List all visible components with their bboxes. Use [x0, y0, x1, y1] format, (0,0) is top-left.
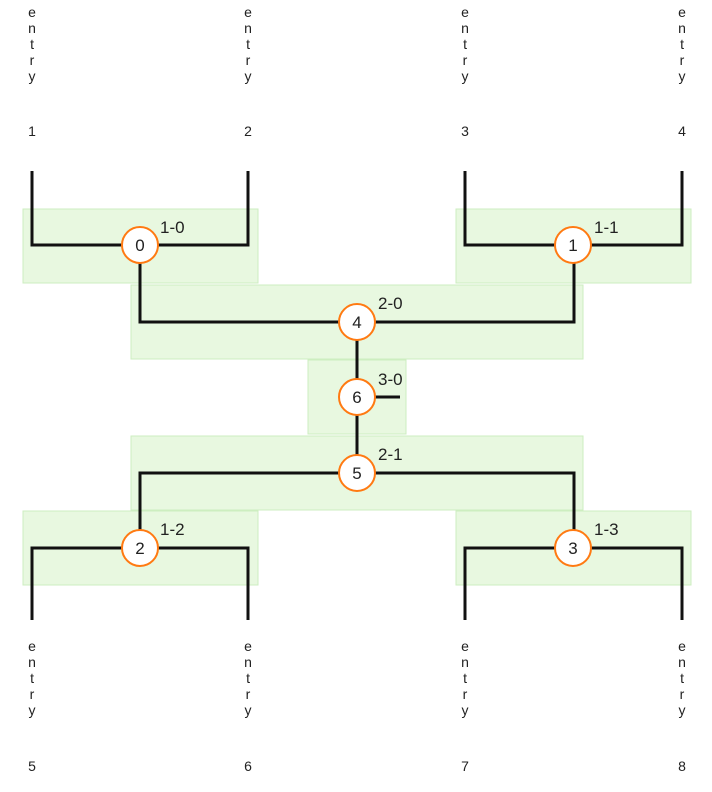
node-1[interactable]: 1 [554, 226, 592, 264]
node-circle [121, 226, 159, 264]
entry-letter: y [29, 68, 36, 84]
entry-letter: n [461, 654, 469, 670]
match-label-1-3: 1-3 [594, 520, 619, 539]
node-2[interactable]: 2 [121, 529, 159, 567]
node-circle [338, 303, 376, 341]
entry-letter: t [680, 36, 684, 52]
entry-letter: n [244, 654, 252, 670]
entry-letter: r [463, 686, 468, 702]
node-label: 1 [568, 236, 577, 255]
node-label: 5 [352, 464, 361, 483]
entry-letter: r [30, 52, 35, 68]
entry-letter: r [680, 686, 685, 702]
entry-letter: y [245, 702, 252, 718]
node-label: 4 [352, 313, 361, 332]
match-label-1-2: 1-2 [160, 520, 185, 539]
match-label-2-0: 2-0 [378, 294, 403, 313]
match-label-2-1: 2-1 [378, 445, 403, 464]
node-5[interactable]: 5 [338, 454, 376, 492]
entry-letter: n [678, 20, 686, 36]
entry-letter: n [678, 654, 686, 670]
entry-letter: t [30, 670, 34, 686]
entry-letter: y [462, 68, 469, 84]
match-label-3-0: 3-0 [378, 370, 403, 389]
entry-letter: e [678, 4, 686, 20]
entry-letter: r [246, 686, 251, 702]
entry-letter: t [680, 670, 684, 686]
node-label: 6 [352, 388, 361, 407]
node-circle [338, 454, 376, 492]
node-label: 0 [135, 236, 144, 255]
match-label-1-1: 1-1 [594, 218, 619, 237]
entry-number: 8 [678, 758, 686, 774]
entry-letter: e [461, 638, 469, 654]
node-label: 3 [568, 539, 577, 558]
entry-letter: t [30, 36, 34, 52]
entry-letter: e [244, 4, 252, 20]
entry-letter: y [679, 68, 686, 84]
entry-letter: t [463, 670, 467, 686]
entry-letter: r [680, 52, 685, 68]
match-label-1-0: 1-0 [160, 218, 185, 237]
entry-letter: r [246, 52, 251, 68]
entry-letter: y [29, 702, 36, 718]
entry-letter: n [28, 20, 36, 36]
entry-letter: y [462, 702, 469, 718]
node-circle [338, 378, 376, 416]
entry-letter: e [678, 638, 686, 654]
entry-letter: e [244, 638, 252, 654]
entry-number: 4 [678, 123, 686, 139]
entry-number: 7 [461, 758, 469, 774]
entry-letter: t [463, 36, 467, 52]
entry-letter: n [461, 20, 469, 36]
node-4[interactable]: 4 [338, 303, 376, 341]
entry-letter: t [246, 670, 250, 686]
entry-letter: n [28, 654, 36, 670]
match-nodes: 0 1 4 6 5 2 3 [121, 226, 592, 567]
node-6[interactable]: 6 [338, 378, 376, 416]
node-label: 2 [135, 539, 144, 558]
entry-letter: e [28, 4, 36, 20]
node-circle [554, 529, 592, 567]
node-0[interactable]: 0 [121, 226, 159, 264]
entry-number: 5 [28, 758, 36, 774]
entry-number: 6 [244, 758, 252, 774]
node-circle [554, 226, 592, 264]
match-labels: 1-0 1-1 2-0 3-0 2-1 1-2 1-3 [160, 218, 619, 539]
entry-letter: e [461, 4, 469, 20]
node-circle [121, 529, 159, 567]
node-3[interactable]: 3 [554, 529, 592, 567]
entry-letter: r [30, 686, 35, 702]
entry-number: 1 [28, 123, 36, 139]
entry-letter: y [679, 702, 686, 718]
entry-number: 2 [244, 123, 252, 139]
entry-letter: t [246, 36, 250, 52]
entry-letter: n [244, 20, 252, 36]
entry-letter: e [28, 638, 36, 654]
entry-number: 3 [461, 123, 469, 139]
entry-letter: r [463, 52, 468, 68]
entry-letter: y [245, 68, 252, 84]
